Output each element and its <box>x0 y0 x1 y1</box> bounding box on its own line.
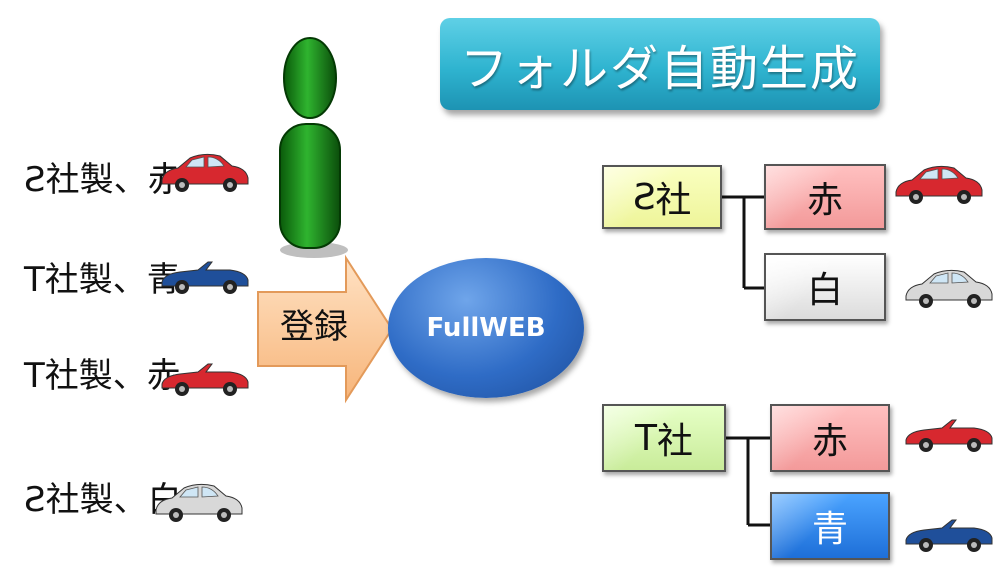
register-label: 登録 <box>280 307 348 347</box>
input-label-3: T社製、赤 <box>24 356 181 396</box>
sedan-car-icon <box>161 153 249 192</box>
sedan-car-icon <box>895 165 983 204</box>
person-icon <box>279 37 348 258</box>
folder-node-t-suffix: 社 <box>656 421 693 462</box>
folder-node-t-maker: T <box>634 417 657 459</box>
convertible-car-icon <box>161 363 249 396</box>
convertible-car-icon <box>905 419 993 452</box>
folder-node-s-suffix: 社 <box>655 180 692 221</box>
title-banner: フォルダ自動生成 <box>440 18 880 110</box>
folder-node-t-red: 赤 <box>770 404 890 472</box>
input-label-1: S社製、赤 <box>24 160 182 200</box>
folder-node-t-blue: 青 <box>770 492 890 560</box>
input-label-2-text: 社製、青 <box>44 260 181 300</box>
input-label-3-text: 社製、赤 <box>44 356 181 396</box>
fullweb-label: FullWEB <box>426 313 546 343</box>
folder-node-s-white: 白 <box>764 253 886 321</box>
sedan-car-icon <box>155 483 243 522</box>
fullweb-system-node: FullWEB <box>388 258 584 398</box>
folder-node-label: 赤 <box>806 180 843 221</box>
input-label-2: T社製、青 <box>24 260 181 300</box>
input-label-1-text: 社製、赤 <box>45 160 182 200</box>
sedan-car-icon <box>905 269 993 308</box>
folder-node-label: 赤 <box>811 421 848 462</box>
folder-node-s-red: 赤 <box>764 164 886 230</box>
convertible-car-icon <box>161 261 249 294</box>
convertible-car-icon <box>905 519 993 552</box>
folder-node-label: 青 <box>811 509 848 550</box>
title-text: フォルダ自動生成 <box>459 41 860 97</box>
folder-node-s-maker: S <box>632 176 656 218</box>
register-arrow-icon <box>257 254 394 404</box>
folder-node-label: 白 <box>806 270 843 311</box>
